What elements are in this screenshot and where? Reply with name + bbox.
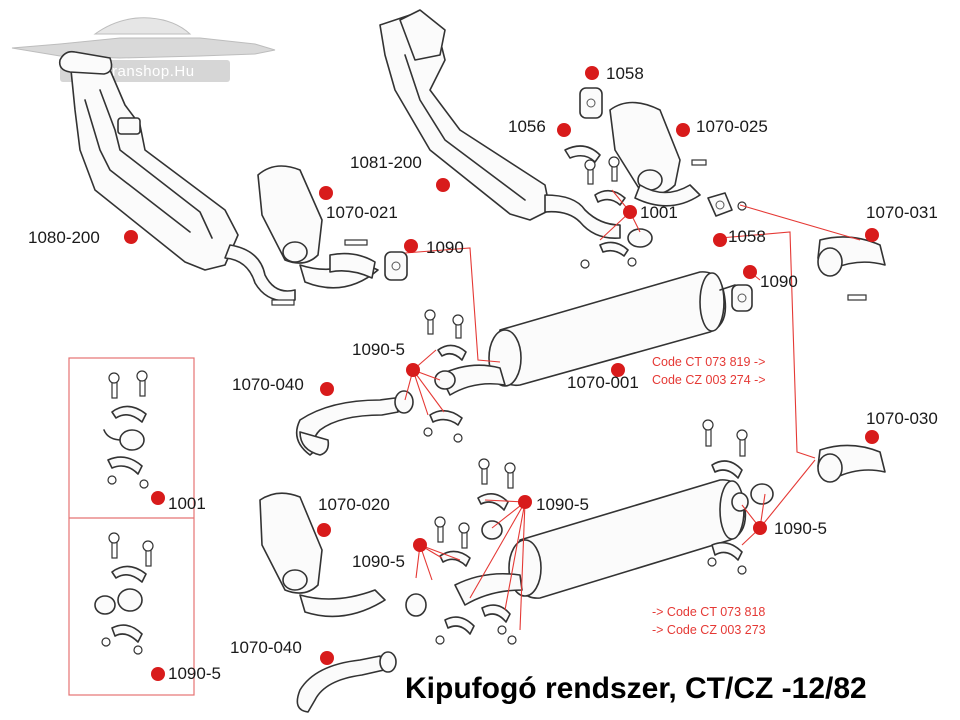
marker-1070-001 <box>611 363 625 377</box>
marker-1090-5-box <box>151 667 165 681</box>
muffler-1070-001-drawing <box>439 271 753 396</box>
label-1070-001: 1070-001 <box>567 373 639 392</box>
code-lower-1: -> Code CT 073 818 <box>652 605 765 619</box>
label-1070-020: 1070-020 <box>318 495 390 514</box>
marker-1070-040-b <box>320 651 334 665</box>
marker-1070-031 <box>865 228 879 242</box>
pipe-1070-031-drawing <box>817 236 886 277</box>
watermark-logo: Veteranshop.Hu <box>11 17 276 82</box>
label-1090-5-box: 1090-5 <box>168 664 221 683</box>
label-1056: 1056 <box>508 117 546 136</box>
part-labels: 1080-200 1081-200 1058 1056 1070-025 107… <box>28 64 938 683</box>
marker-1090-5-c <box>413 538 427 552</box>
marker-1090-a <box>404 239 418 253</box>
marker-1001-top <box>623 205 637 219</box>
marker-1080-200 <box>124 230 138 244</box>
label-1070-031: 1070-031 <box>866 203 938 222</box>
pipe-1081-200-drawing <box>379 9 621 239</box>
marker-1090-5-a <box>406 363 420 377</box>
label-1001-box: 1001 <box>168 494 206 513</box>
muffler-1070-021-drawing <box>257 165 408 289</box>
marker-1001-box <box>151 491 165 505</box>
code-upper-1: Code CT 073 819 -> <box>652 355 765 369</box>
marker-1090-b <box>743 265 757 279</box>
label-1070-040-a: 1070-040 <box>232 375 304 394</box>
clamp-kit-box <box>68 357 195 696</box>
label-1090-5-c: 1090-5 <box>352 552 405 571</box>
label-1081-200: 1081-200 <box>350 153 422 172</box>
label-1090-5-b: 1090-5 <box>536 495 589 514</box>
muffler-1070-020-drawing <box>259 492 386 618</box>
marker-1058-mid <box>713 233 727 247</box>
markers <box>124 66 879 681</box>
tailpipe-1070-040-b-drawing <box>296 651 397 713</box>
label-1001-top: 1001 <box>640 203 678 222</box>
label-1080-200: 1080-200 <box>28 228 100 247</box>
clamp-kits-drawing <box>271 145 867 645</box>
label-1090-5-d: 1090-5 <box>774 519 827 538</box>
label-1058-mid: 1058 <box>728 227 766 246</box>
marker-1070-025 <box>676 123 690 137</box>
marker-1081-200 <box>436 178 450 192</box>
marker-1070-040-a <box>320 382 334 396</box>
label-1070-025: 1070-025 <box>696 117 768 136</box>
tailpipe-1070-040-a-drawing <box>295 390 414 456</box>
label-1090-a: 1090 <box>426 238 464 257</box>
label-1070-030: 1070-030 <box>866 409 938 428</box>
label-1090-b: 1090 <box>760 272 798 291</box>
code-upper-2: Code CZ 003 274 -> <box>652 373 766 387</box>
label-1058-top: 1058 <box>606 64 644 83</box>
marker-1058-top <box>585 66 599 80</box>
diagram-title: Kipufogó rendszer, CT/CZ -12/82 <box>405 672 867 705</box>
code-notes: Code CT 073 819 -> Code CZ 003 274 -> ->… <box>652 355 766 637</box>
marker-1070-030 <box>865 430 879 444</box>
marker-1070-020 <box>317 523 331 537</box>
pipe-1080-200-drawing <box>58 50 296 302</box>
code-lower-2: -> Code CZ 003 273 <box>652 623 766 637</box>
label-1090-5-a: 1090-5 <box>352 340 405 359</box>
label-1070-040-b: 1070-040 <box>230 638 302 657</box>
label-1070-021: 1070-021 <box>326 203 398 222</box>
muffler-1070-025-drawing <box>579 87 701 207</box>
marker-1090-5-b <box>518 495 532 509</box>
marker-1056 <box>557 123 571 137</box>
marker-1090-5-d <box>753 521 767 535</box>
pipe-1070-030-drawing <box>817 444 886 483</box>
marker-1070-021 <box>319 186 333 200</box>
